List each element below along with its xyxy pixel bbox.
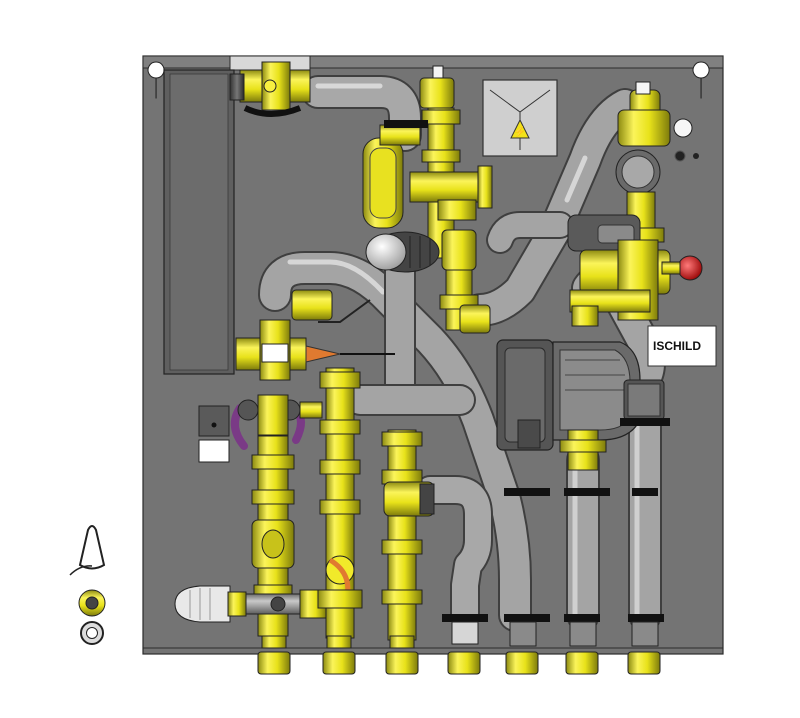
screw-icon <box>674 150 686 162</box>
orange-sensor <box>305 345 341 363</box>
safety-valve-red <box>677 255 703 281</box>
junction-box: ⚡ <box>482 79 558 157</box>
svg-text:⚡: ⚡ <box>514 125 526 138</box>
circulation-pump <box>496 339 641 451</box>
bottom-connectors <box>257 621 661 675</box>
connector <box>257 635 291 675</box>
connector <box>447 621 481 675</box>
warning-icon <box>510 118 530 139</box>
connector <box>322 635 356 675</box>
loose-parts <box>69 525 106 645</box>
mount-keyhole-right <box>692 61 710 99</box>
wall-bracket <box>198 405 230 463</box>
pipe-clamps <box>384 120 670 622</box>
connector <box>565 621 599 675</box>
mount-keyhole-left <box>147 61 165 99</box>
tag-icon <box>78 525 106 570</box>
connector <box>505 621 539 675</box>
brass-fittings <box>174 61 703 641</box>
brand-plate: ISCHILD <box>647 325 717 367</box>
connector <box>627 621 661 675</box>
panel-hole <box>673 118 693 138</box>
gray-pipes <box>258 75 666 632</box>
screw-icon <box>693 153 699 159</box>
connector <box>385 635 419 675</box>
brand-label: ISCHILD <box>653 339 701 353</box>
plate-heat-exchanger <box>163 69 235 375</box>
